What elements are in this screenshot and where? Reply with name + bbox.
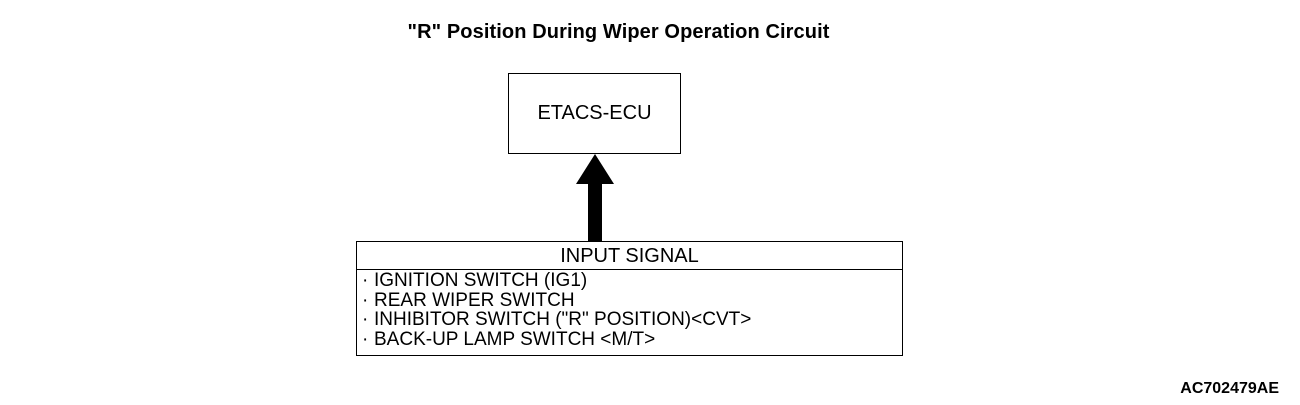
input-signal-item-label: BACK-UP LAMP SWITCH <M/T> — [374, 328, 656, 350]
diagram-title: "R" Position During Wiper Operation Circ… — [407, 21, 830, 43]
input-signal-list: ·IGNITION SWITCH (IG1) ·REAR WIPER SWITC… — [357, 270, 902, 349]
input-signal-item-label: REAR WIPER SWITCH — [374, 289, 575, 311]
input-signal-box: INPUT SIGNAL ·IGNITION SWITCH (IG1) ·REA… — [356, 241, 903, 356]
input-signal-item: ·INHIBITOR SWITCH ("R" POSITION)<CVT> — [362, 309, 902, 330]
etacs-ecu-box: ETACS-ECU — [508, 73, 681, 154]
figure-code: AC702479AE — [1180, 380, 1279, 397]
etacs-ecu-label: ETACS-ECU — [537, 102, 652, 124]
input-signal-item-label: IGNITION SWITCH (IG1) — [374, 270, 588, 291]
input-signal-item: ·REAR WIPER SWITCH — [362, 289, 902, 311]
bullet-dot: · — [362, 309, 369, 330]
signal-arrow-icon — [576, 154, 614, 242]
input-signal-item: ·BACK-UP LAMP SWITCH <M/T> — [362, 328, 902, 350]
bullet-dot: · — [362, 289, 369, 311]
input-signal-header: INPUT SIGNAL — [357, 242, 902, 270]
bullet-dot: · — [362, 328, 369, 350]
input-signal-item-label: INHIBITOR SWITCH ("R" POSITION)<CVT> — [374, 309, 752, 330]
input-signal-item: ·IGNITION SWITCH (IG1) — [362, 270, 902, 291]
bullet-dot: · — [362, 270, 369, 291]
